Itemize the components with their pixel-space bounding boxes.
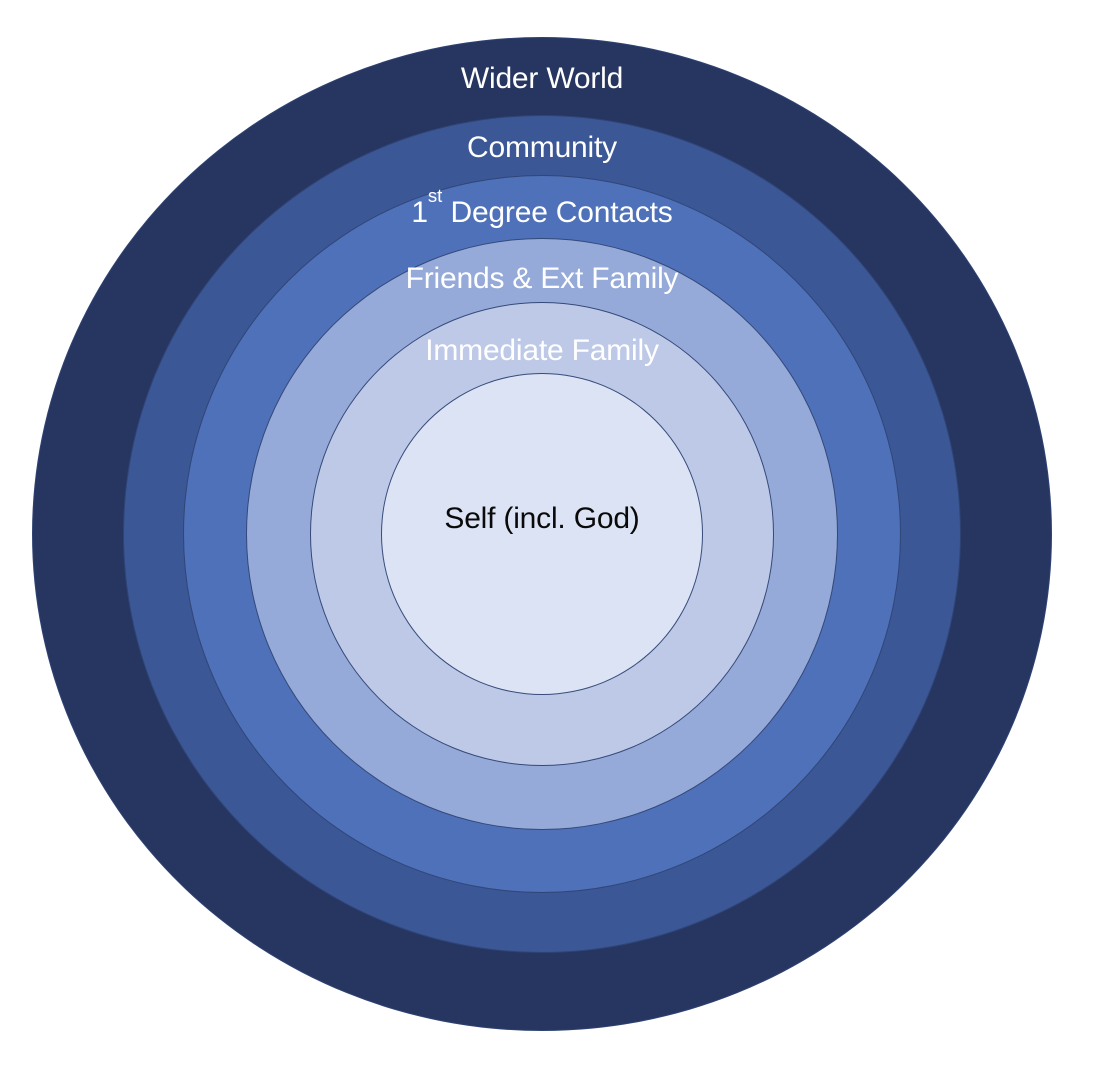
label-self: Self (incl. God) — [444, 502, 640, 535]
label-first-degree-suffix: Degree Contacts — [442, 196, 673, 229]
label-first-degree-ordinal: st — [427, 184, 443, 206]
label-immediate-family: Immediate Family — [425, 334, 659, 367]
label-first-degree-prefix: 1 — [411, 196, 428, 229]
label-friends-ext-family: Friends & Ext Family — [405, 262, 679, 295]
label-first-degree-contacts: 1st Degree Contacts — [184, 186, 900, 231]
label-community: Community — [467, 131, 617, 164]
circle-self: Self (incl. God) — [381, 373, 703, 695]
label-wider-world: Wider World — [460, 62, 624, 95]
